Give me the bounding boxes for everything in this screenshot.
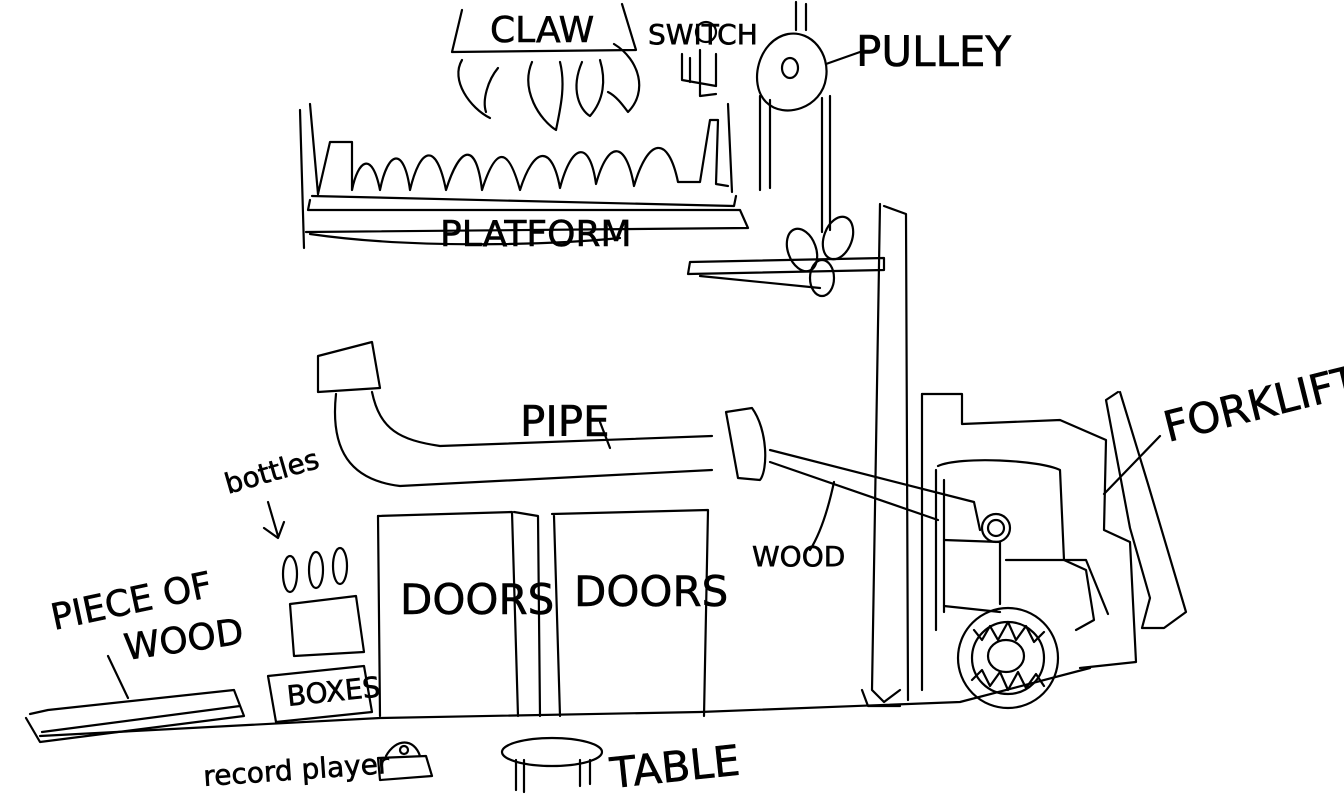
label-doors-right: DOORS xyxy=(574,567,728,616)
label-bottles: bottles xyxy=(221,442,323,500)
platform xyxy=(298,102,750,250)
doors xyxy=(376,508,710,718)
tower-pole xyxy=(860,202,910,708)
forklift xyxy=(920,390,1188,710)
label-doors-left: DOORS xyxy=(400,575,554,624)
label-switch: SWITCH xyxy=(648,18,758,51)
record-player xyxy=(376,741,434,782)
table xyxy=(500,736,604,794)
claw xyxy=(450,2,641,132)
label-record-player: record player xyxy=(202,747,391,793)
flower-hinge xyxy=(686,215,886,298)
bottles xyxy=(262,500,349,594)
wood-ramp xyxy=(768,448,982,552)
label-forklift: FORKLIFT xyxy=(1159,356,1344,452)
switch xyxy=(680,20,718,98)
ground-line xyxy=(38,666,1092,738)
boxes xyxy=(266,594,374,724)
label-claw: CLAW xyxy=(490,10,594,51)
label-boxes: BOXES xyxy=(285,670,382,713)
label-platform: PLATFORM xyxy=(440,214,632,255)
piece-of-wood-plank xyxy=(24,654,246,744)
label-pipe: PIPE xyxy=(520,397,610,446)
label-pulley: PULLEY xyxy=(856,27,1011,76)
label-wood: WOOD xyxy=(752,540,845,573)
label-table: TABLE xyxy=(607,736,742,796)
pipe xyxy=(316,340,767,488)
pulley xyxy=(755,0,862,234)
